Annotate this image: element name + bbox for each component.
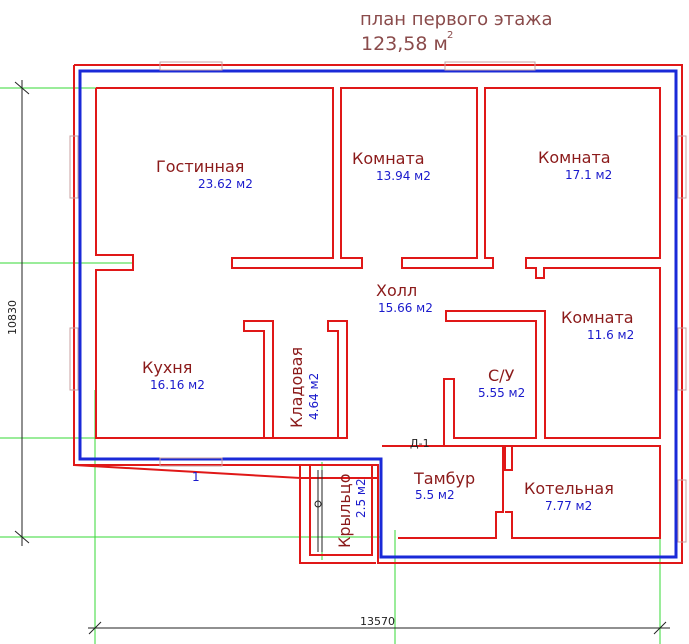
plan-title: план первого этажа xyxy=(360,9,553,30)
room-name-bedroom-2: Комната xyxy=(538,148,611,167)
room-name-hall: Холл xyxy=(376,281,417,300)
porch-detail xyxy=(314,470,323,552)
total-area-superscript: 2 xyxy=(447,30,453,41)
room-area-living: 23.62 м2 xyxy=(198,177,253,191)
room-name-bathroom: С/У xyxy=(488,366,515,385)
room-name-pantry: Кладовая xyxy=(287,347,306,428)
room-name-porch: Крыльцо xyxy=(335,474,354,548)
room-name-boiler-room: Котельная xyxy=(524,479,614,498)
total-area: 123,58 м xyxy=(361,33,448,55)
room-area-porch: 2.5 м2 xyxy=(354,478,368,518)
room-area-boiler-room: 7.77 м2 xyxy=(545,499,592,513)
dimension-height: 10830 xyxy=(6,300,19,335)
room-name-living: Гостинная xyxy=(156,157,244,176)
room-area-pantry: 4.64 м2 xyxy=(307,373,321,420)
room-name-kitchen: Кухня xyxy=(142,358,192,377)
door-label: Д-1 xyxy=(410,437,430,450)
room-area-kitchen: 16.16 м2 xyxy=(150,378,205,392)
window-label: 1 xyxy=(192,470,200,484)
room-area-bedroom-2: 17.1 м2 xyxy=(565,168,612,182)
dimension-lines xyxy=(14,80,670,635)
room-area-hall: 15.66 м2 xyxy=(378,301,433,315)
room-area-bedroom-3: 11.6 м2 xyxy=(587,328,634,342)
room-name-vestibule: Тамбур xyxy=(413,469,475,488)
room-area-vestibule: 5.5 м2 xyxy=(415,488,455,502)
room-area-bedroom-1: 13.94 м2 xyxy=(376,169,431,183)
dimension-width: 13570 xyxy=(360,615,395,628)
inner-walls xyxy=(95,87,661,556)
room-area-bathroom: 5.55 м2 xyxy=(478,386,525,400)
guide-lines xyxy=(0,87,661,644)
room-name-bedroom-3: Комната xyxy=(561,308,634,327)
outer-wall xyxy=(69,61,687,564)
room-name-bedroom-1: Комната xyxy=(352,149,425,168)
